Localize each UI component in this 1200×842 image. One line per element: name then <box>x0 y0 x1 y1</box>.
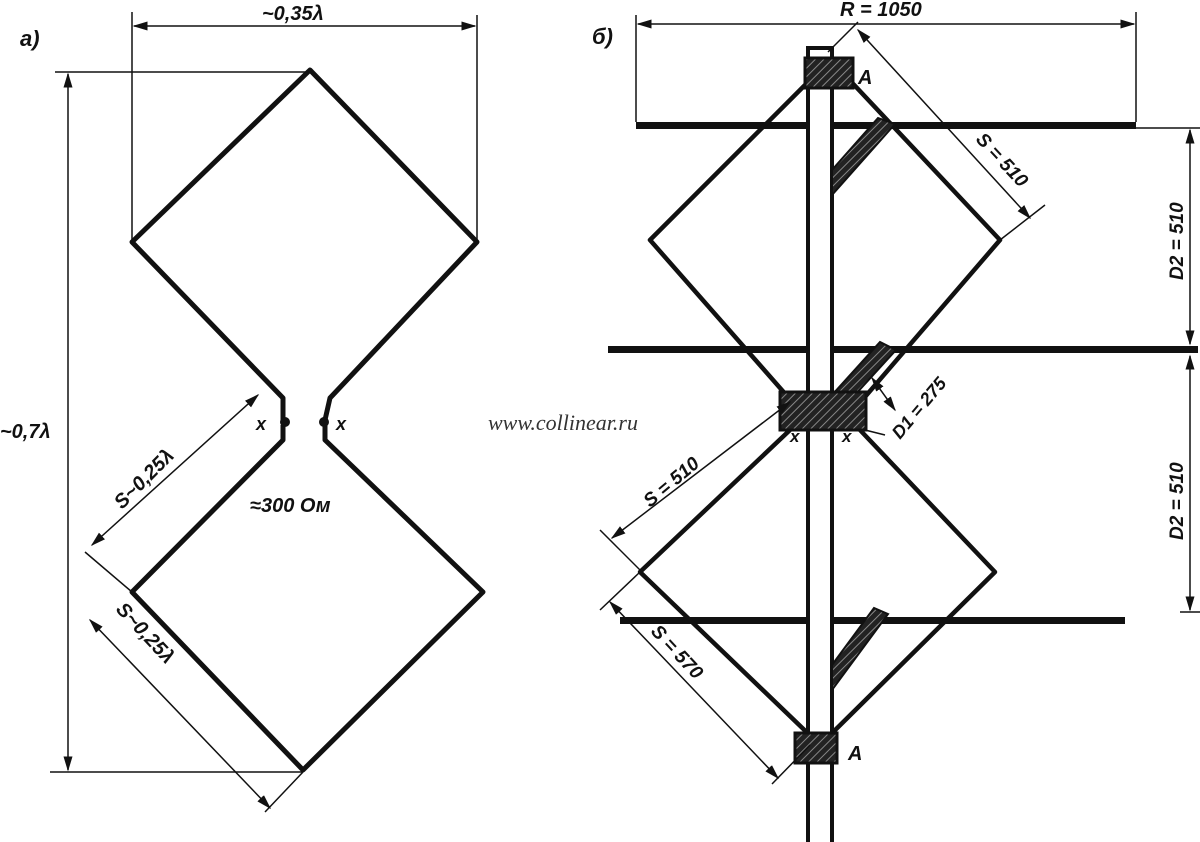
double-diamond-loop <box>129 67 486 773</box>
height-dimension <box>50 71 310 773</box>
insulator-bottom <box>793 731 839 765</box>
feed-label-right: x <box>841 427 853 446</box>
side-dimension-upper <box>84 393 260 593</box>
feed-label-left: x <box>789 427 801 446</box>
insulator-top <box>803 56 855 90</box>
impedance-label: ≈300 Ом <box>250 495 331 517</box>
feed-point-left <box>280 417 290 427</box>
reflector-label: R = 1050 <box>840 0 922 21</box>
height-label: ~0,7λ <box>0 421 51 443</box>
feed-dimension-label: D1 = 275 <box>888 373 951 443</box>
reflector-dimension <box>635 12 1137 122</box>
spacing-label-upper: D2 = 510 <box>1167 202 1188 280</box>
support-strut-top <box>831 116 897 198</box>
feed-label-left: x <box>255 414 267 434</box>
insulator-label-top: A <box>857 67 872 89</box>
side-label-mid: S = 510 <box>640 453 704 512</box>
mast <box>806 46 834 842</box>
side-label-top: S = 510 <box>971 129 1032 192</box>
panel-b: б) R = 1050 A A x x S = 510 S = 510 S = … <box>592 0 1200 842</box>
feed-insulator <box>778 390 868 432</box>
panel-b-label: б) <box>592 24 613 49</box>
side-label-upper: S~0,25λ <box>110 445 179 514</box>
side-dimension-lower <box>88 618 304 813</box>
insulator-label-bottom: A <box>847 743 862 765</box>
spacing-label-lower: D2 = 510 <box>1167 462 1188 540</box>
panel-a: а) ~0,35λ ~0,7λ S~0,25λ S~0,25λ x x ≈300… <box>0 3 486 813</box>
support-strut-bottom <box>831 606 890 694</box>
side-dimensions <box>599 21 1046 785</box>
feed-point-right <box>319 417 329 427</box>
width-dimension <box>131 12 478 242</box>
feed-label-right: x <box>335 414 347 434</box>
width-label: ~0,35λ <box>262 3 324 25</box>
watermark: www.collinear.ru <box>488 410 638 435</box>
panel-a-label: а) <box>20 26 40 51</box>
spacing-dimension <box>1136 127 1200 613</box>
